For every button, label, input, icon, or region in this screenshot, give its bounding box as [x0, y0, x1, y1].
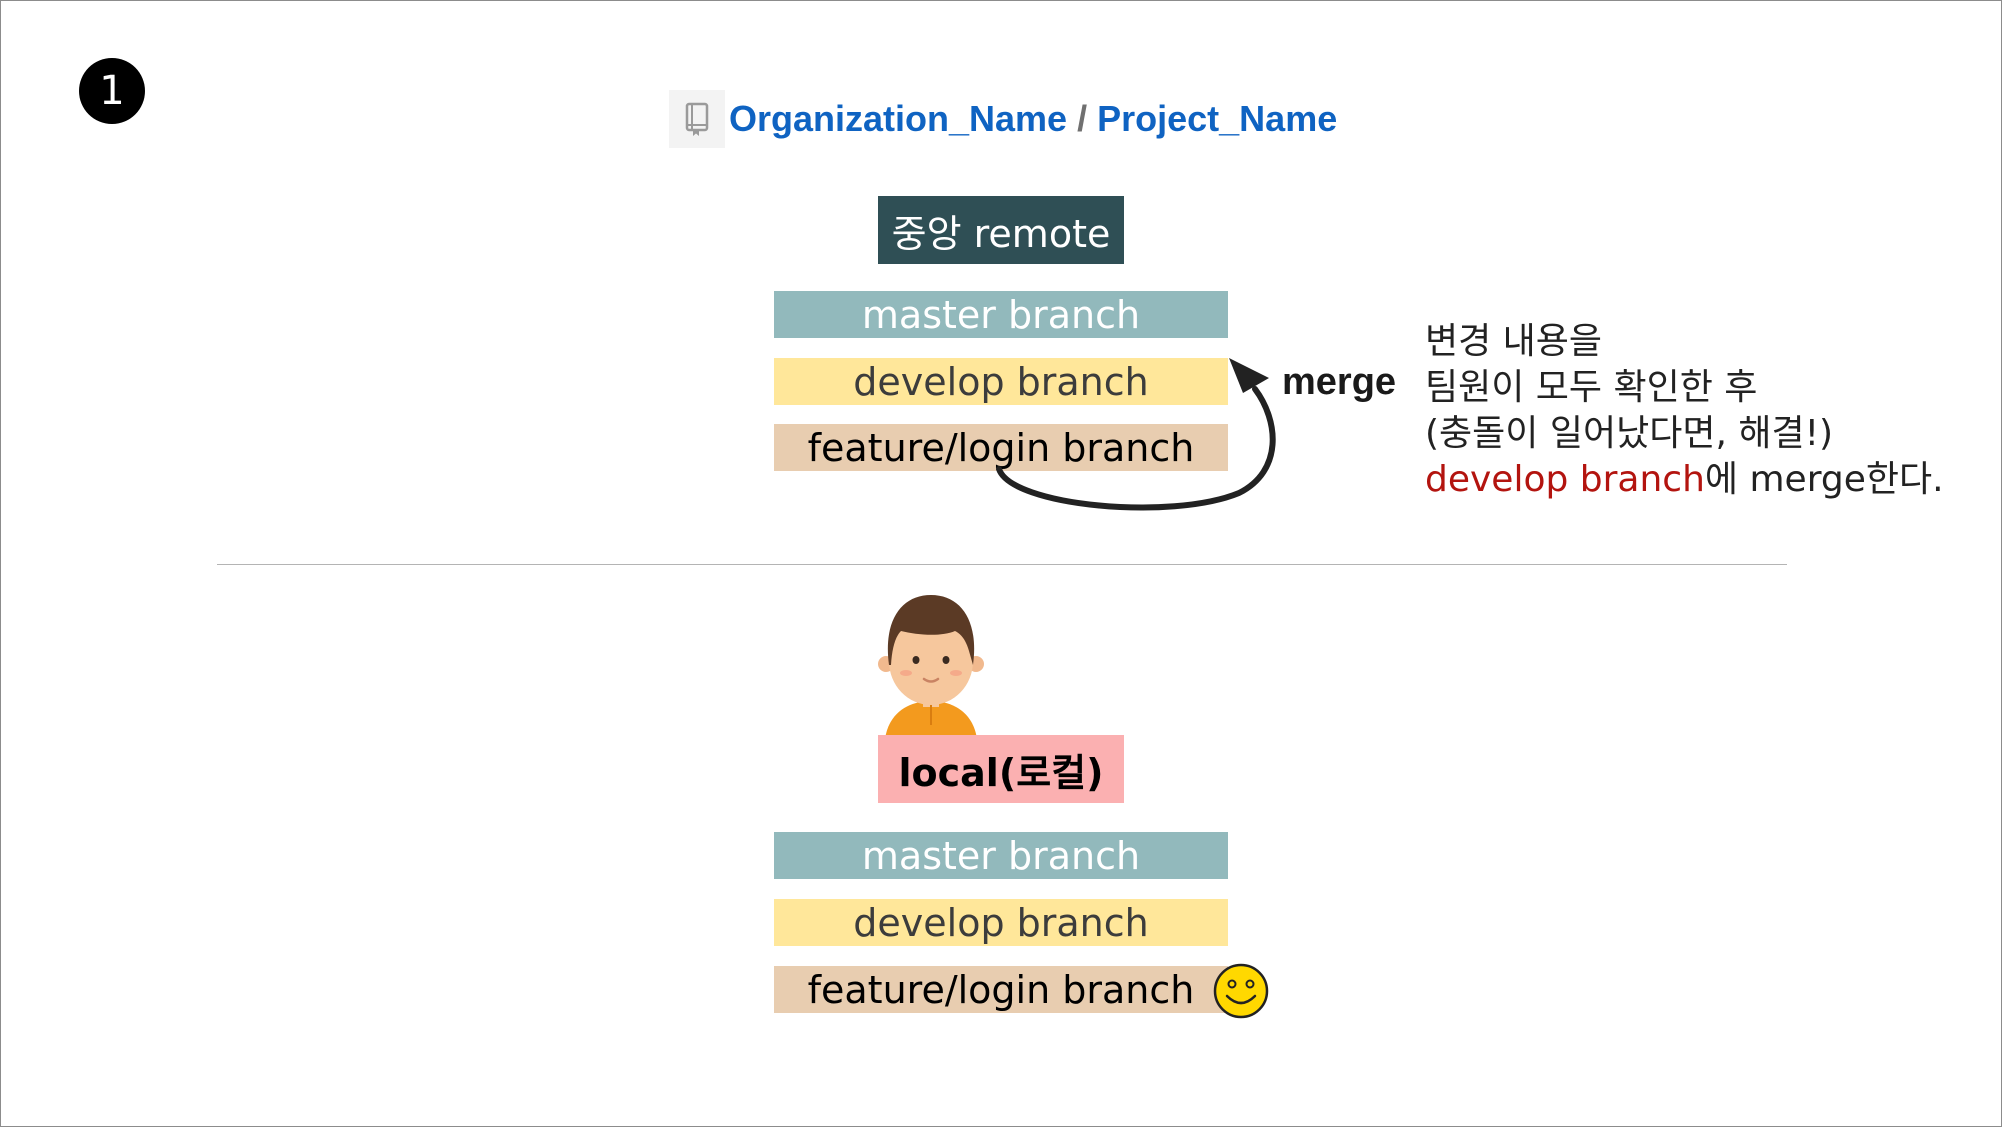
repo-separator: / — [1077, 98, 1088, 139]
organization-link[interactable]: Organization_Name — [729, 98, 1068, 139]
note-highlight: develop branch — [1425, 459, 1705, 500]
local-feature-branch: feature/login branch — [774, 966, 1228, 1013]
project-link[interactable]: Project_Name — [1097, 98, 1338, 139]
local-title: local(로컬) — [878, 735, 1124, 803]
repo-header: Organization_Name / Project_Name — [669, 89, 1337, 149]
merge-label: merge — [1282, 361, 1397, 403]
divider — [217, 564, 1787, 565]
note-line-4-rest: 에 merge한다. — [1704, 459, 1944, 500]
developer-avatar-icon — [878, 595, 984, 739]
note-line-4: develop branch에 merge한다. — [1425, 457, 1944, 503]
local-master-branch: master branch — [774, 832, 1228, 879]
step-number-badge: 1 — [79, 58, 145, 124]
remote-master-branch: master branch — [774, 291, 1228, 338]
merge-note: 변경 내용을 팀원이 모두 확인한 후 (충돌이 일어났다면, 해결!) dev… — [1425, 319, 1944, 503]
repo-book-icon — [669, 90, 725, 148]
remote-develop-branch: develop branch — [774, 358, 1228, 405]
note-line-3: (충돌이 일어났다면, 해결!) — [1425, 413, 1834, 454]
local-develop-branch: develop branch — [774, 899, 1228, 946]
note-line-2: 팀원이 모두 확인한 후 — [1425, 367, 1758, 408]
remote-feature-branch: feature/login branch — [774, 424, 1228, 471]
smiley-face-icon — [1213, 963, 1269, 1019]
note-line-1: 변경 내용을 — [1425, 321, 1603, 362]
remote-title: 중앙 remote — [878, 196, 1124, 264]
